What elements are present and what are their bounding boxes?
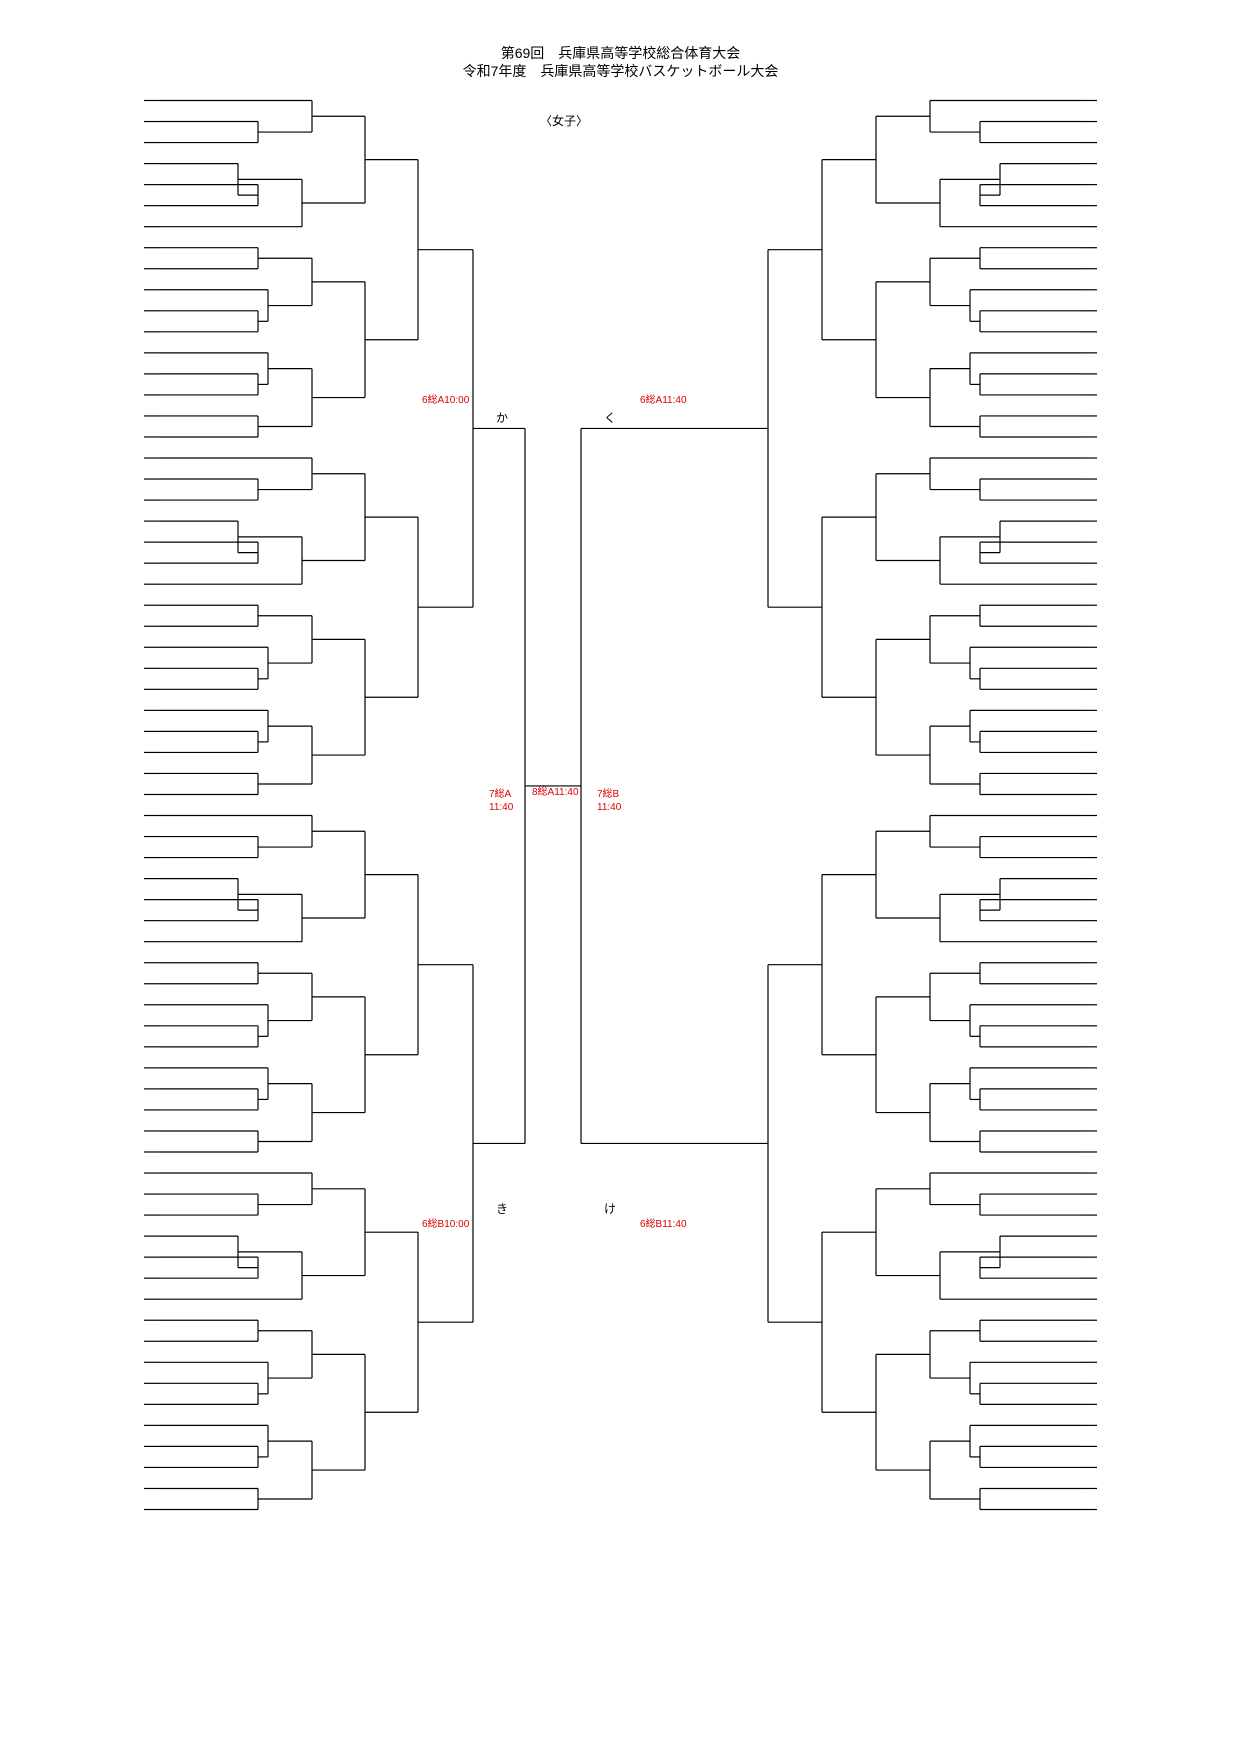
page-title: 第69回 兵庫県高等学校総合体育大会 [500,45,741,61]
division-label: 〈女子〉 [540,114,589,128]
semi-bottom-left: 6総B10:00 [422,1219,470,1230]
block-ka: か [496,411,509,425]
block-ku: く [604,411,617,425]
semi-top-right: 6総A11:40 [640,395,687,406]
semi-bottom-right: 6総B11:40 [640,1219,687,1230]
semi-top-left: 6総A10:00 [422,395,470,406]
page-subtitle: 令和7年度 兵庫県高等学校バスケットボール大会 [462,63,779,79]
final-match: 8総A11:40 [532,787,579,798]
third-left-1: 7総A [489,789,512,800]
block-ki: き [496,1202,509,1216]
block-ke: け [604,1202,617,1216]
third-right-2: 11:40 [597,802,622,813]
third-left-2: 11:40 [489,802,514,813]
third-right-1: 7総B [597,789,620,800]
